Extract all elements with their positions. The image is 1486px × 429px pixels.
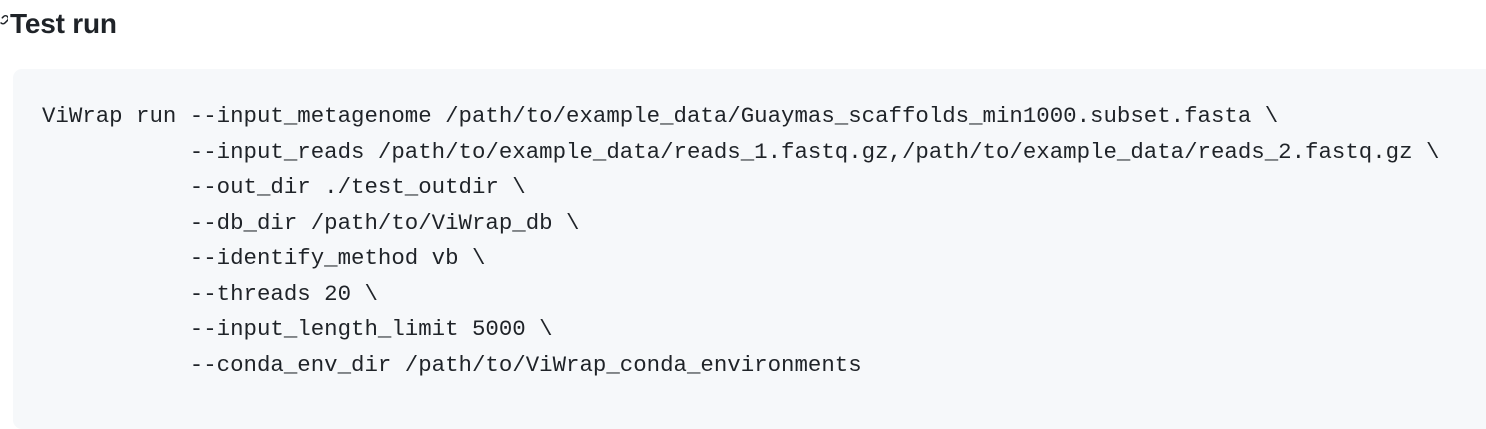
code-line: --input_reads /path/to/example_data/read…: [42, 138, 1440, 165]
code-content: ViWrap run --input_metagenome /path/to/e…: [42, 99, 1439, 383]
section-heading: Test run: [0, 4, 117, 44]
code-line: ViWrap run --input_metagenome /path/to/e…: [42, 103, 1279, 129]
code-line: --identify_method vb \: [42, 245, 486, 271]
code-line: --conda_env_dir /path/to/ViWrap_conda_en…: [42, 351, 862, 378]
code-block: ViWrap run --input_metagenome /path/to/e…: [13, 69, 1486, 429]
code-line: --threads 20 \: [42, 280, 378, 307]
link-icon[interactable]: [0, 4, 8, 44]
code-line: --db_dir /path/to/ViWrap_db \: [42, 209, 580, 236]
section-title: Test run: [10, 8, 117, 39]
code-line: --input_length_limit 5000 \: [42, 316, 553, 342]
code-line: --out_dir ./test_outdir \: [42, 174, 526, 200]
